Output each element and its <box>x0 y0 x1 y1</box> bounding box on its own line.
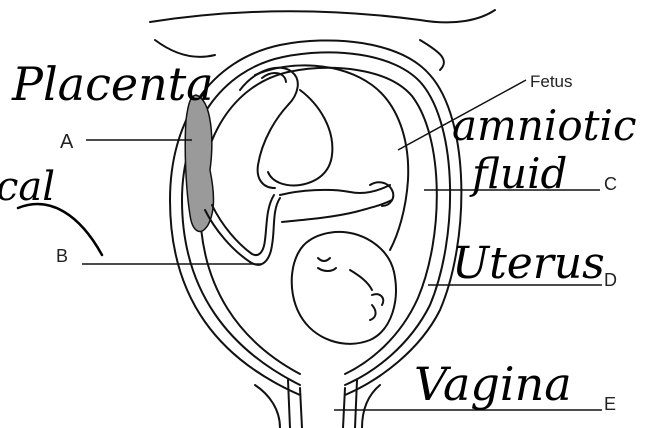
fetus-head <box>292 232 396 344</box>
fetus-nose <box>372 294 383 305</box>
pelvis-right-line <box>362 385 380 428</box>
pelvis-left-line <box>255 385 280 428</box>
label-b: B <box>56 246 68 266</box>
handwritten-amniotic: amniotic <box>452 101 636 150</box>
fetus-thigh <box>268 90 332 185</box>
fetus-leg-upper <box>240 68 298 188</box>
fetus-drawing <box>240 65 408 343</box>
label-e: E <box>604 394 616 414</box>
handwritten-placenta: Placenta <box>11 57 214 111</box>
fetus-ear <box>318 258 330 261</box>
vagina-right-inner <box>343 388 345 428</box>
fetus-hand <box>370 182 393 206</box>
fetus-ear-inner <box>318 268 336 271</box>
vagina-left-inner <box>300 388 302 428</box>
label-a: A <box>60 131 74 153</box>
abdomen-top-line <box>150 10 495 22</box>
abdomen-left-fold <box>155 40 215 57</box>
fetus-arm-lower <box>282 200 392 222</box>
handwritten-vagina: Vagina <box>414 357 572 411</box>
umbilical-cord <box>205 195 280 265</box>
label-d: D <box>604 270 617 290</box>
handwritten-umbilical-fragment: cal <box>0 164 55 210</box>
label-fetus: Fetus <box>530 72 573 91</box>
vagina-left-wall <box>288 380 290 428</box>
placenta-shape <box>185 95 213 232</box>
abdomen-right-fold <box>420 40 444 70</box>
handwritten-uterus: Uterus <box>452 238 605 289</box>
fetus-arm-upper <box>280 185 390 195</box>
fetus-mouth <box>370 305 376 320</box>
fetus-cheek <box>350 270 372 290</box>
label-c: C <box>604 174 617 194</box>
handwritten-fluid: fluid <box>469 149 567 198</box>
vagina-right-wall <box>355 380 357 428</box>
cord-inner-line <box>212 195 274 255</box>
